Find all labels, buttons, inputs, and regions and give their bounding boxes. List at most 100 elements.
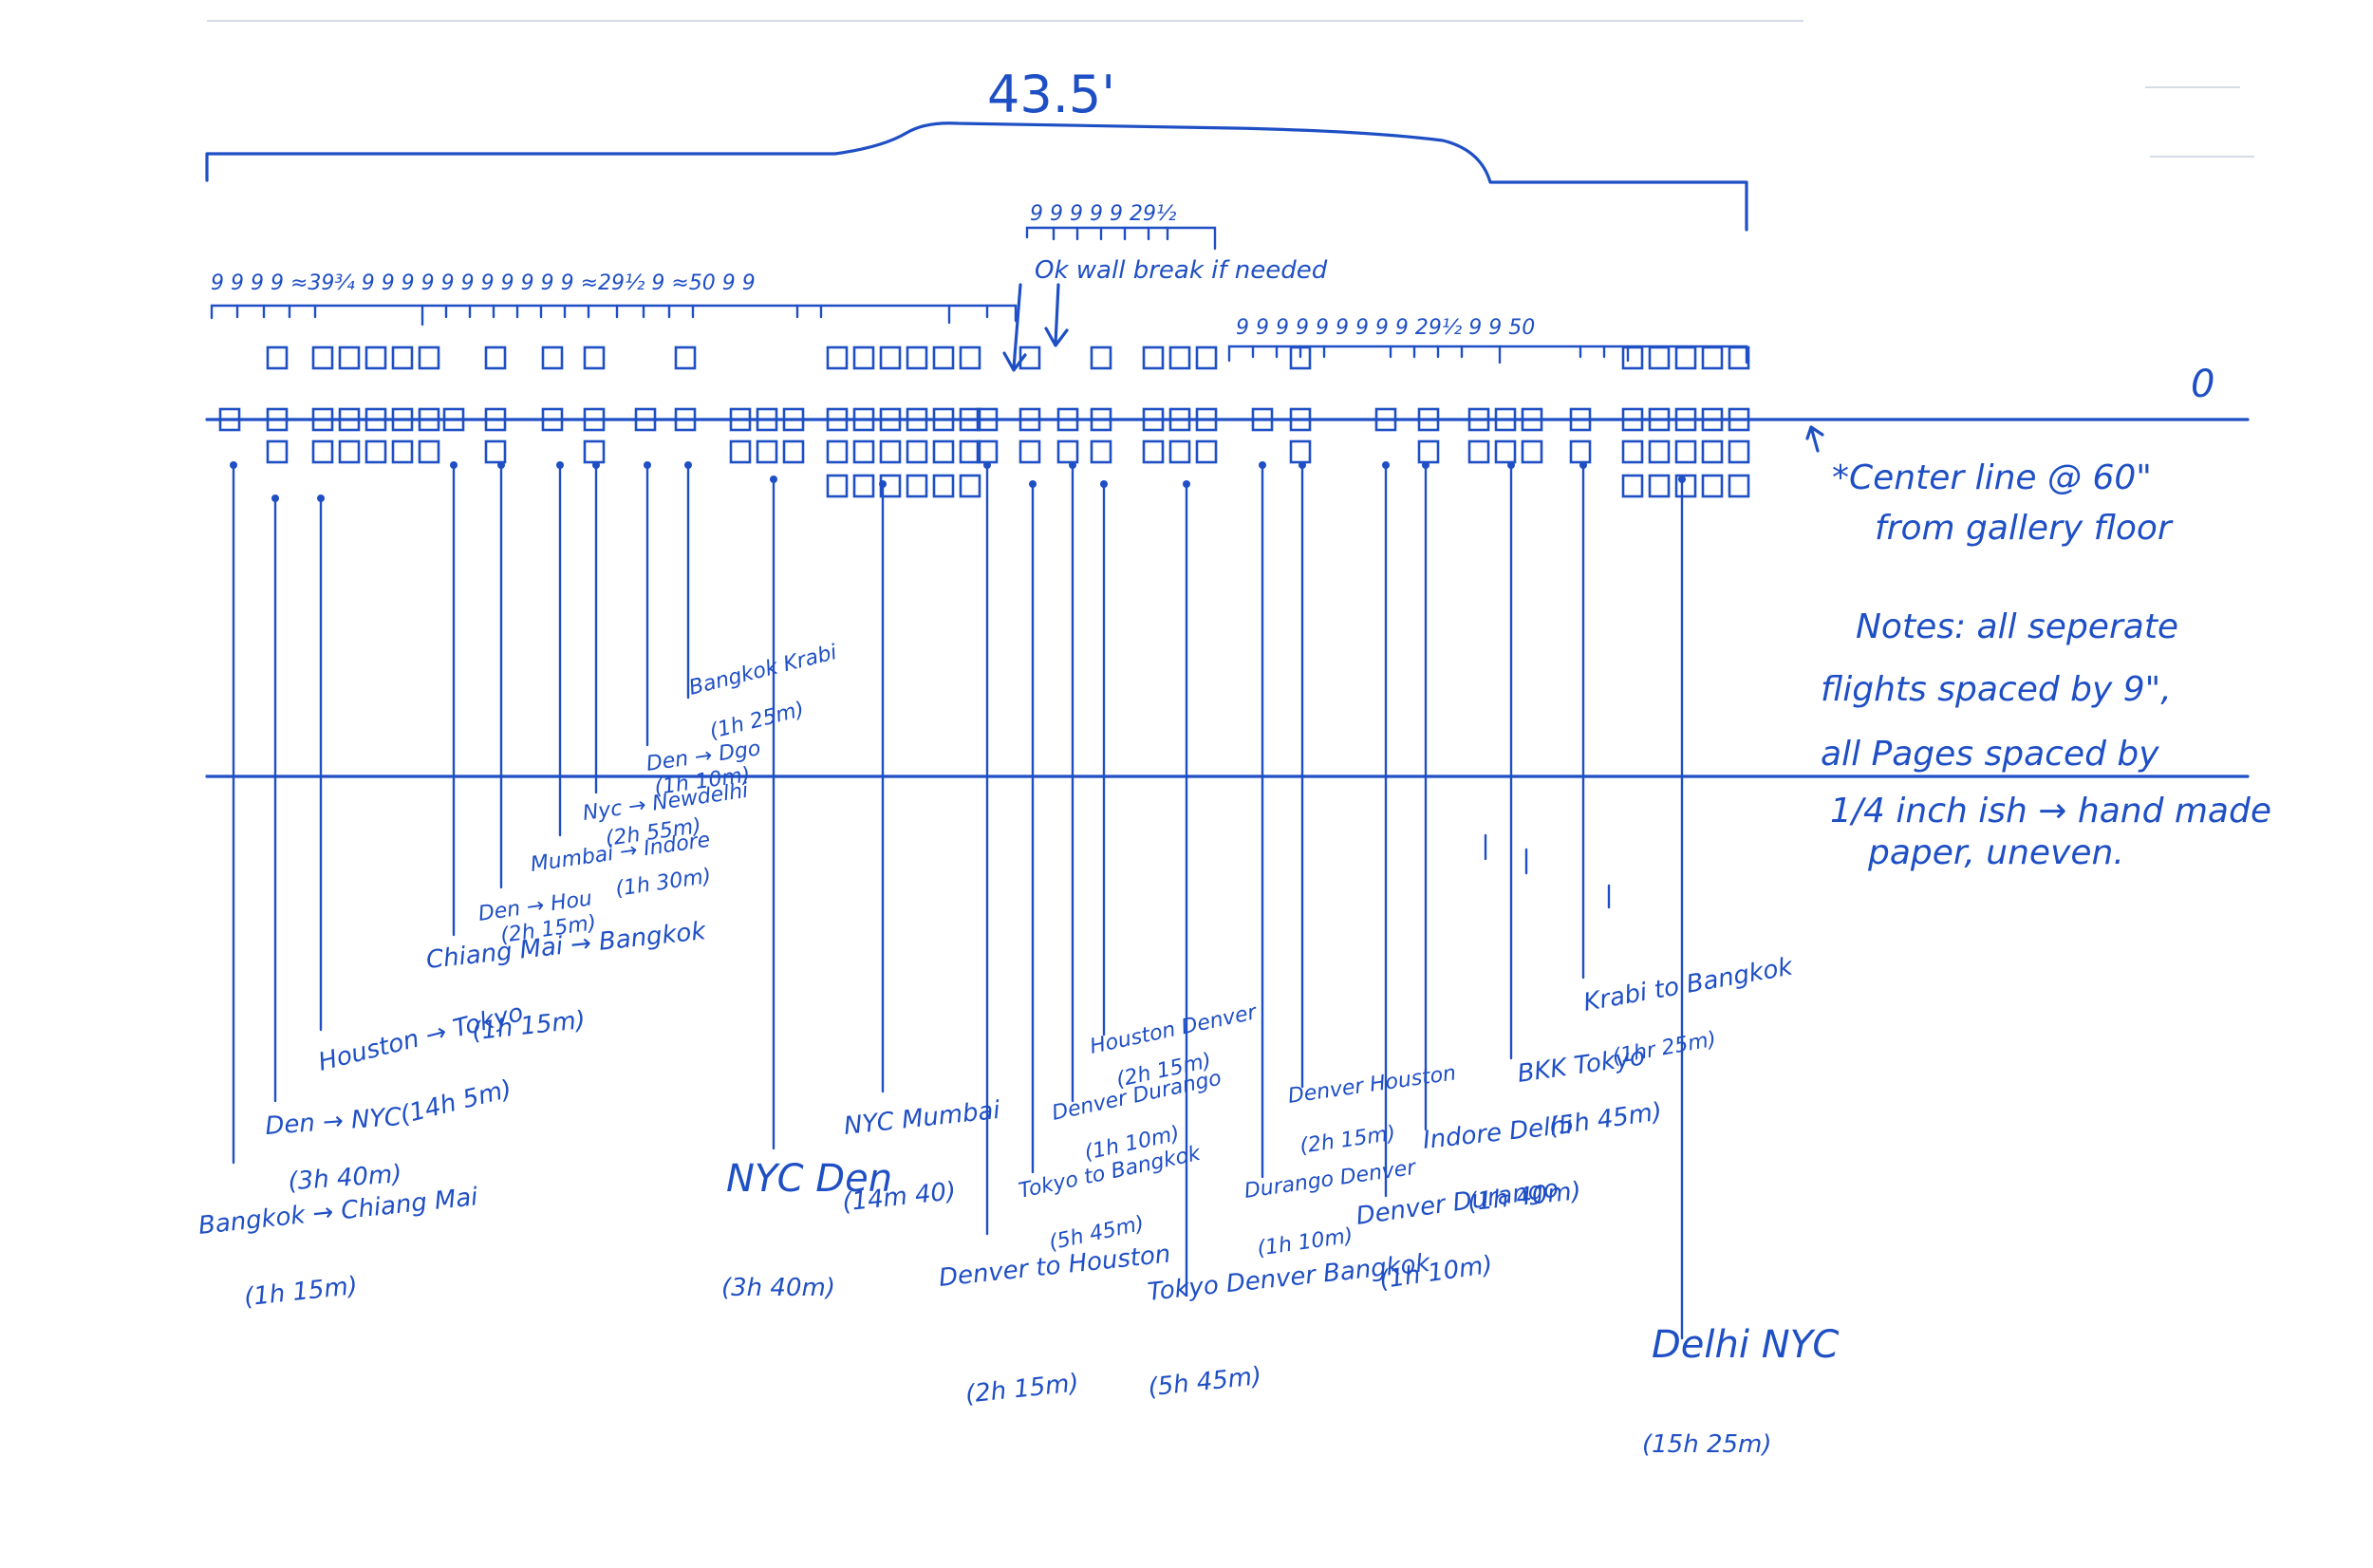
pin-dot — [1029, 480, 1037, 488]
flight-route: NYC Den — [726, 1157, 892, 1201]
wall-break-arrow — [1044, 283, 1069, 347]
page-box — [338, 407, 361, 432]
pin-dot — [317, 495, 325, 502]
page-box — [1195, 407, 1218, 432]
flight-route: Krabi to Bangkok — [1581, 952, 1796, 1017]
page-box — [1701, 345, 1724, 370]
page-box — [1701, 474, 1724, 498]
page-box — [782, 439, 805, 464]
flight-duration: (3h 40m) — [288, 1160, 403, 1196]
wall-break-note: Ok wall break if needed — [1035, 256, 1328, 285]
page-box — [541, 345, 564, 370]
page-box — [583, 439, 606, 464]
notes-line: all Pages spaced by — [1821, 735, 2159, 774]
pin-dot — [230, 461, 237, 469]
page-box — [932, 345, 955, 370]
page-box — [311, 407, 334, 432]
page-box — [852, 439, 875, 464]
page-box — [1648, 345, 1671, 370]
pin-dot — [684, 461, 692, 469]
page-box — [1648, 474, 1671, 498]
page-box — [1621, 439, 1644, 464]
pin-dot — [556, 461, 564, 469]
page-box — [391, 439, 414, 464]
page-box — [266, 439, 289, 464]
page-box — [976, 407, 999, 432]
flight-route: Durango Denver — [1243, 1156, 1418, 1204]
notes-line: Notes: all seperate — [1856, 607, 2178, 646]
page-box — [1417, 407, 1440, 432]
wall-break-bracket — [1025, 226, 1217, 251]
page-box — [852, 407, 875, 432]
pin-dot — [271, 495, 279, 502]
page-box — [1728, 407, 1750, 432]
page-box — [364, 439, 387, 464]
page-box — [826, 474, 849, 498]
right-spacing-bracket — [1227, 345, 1748, 364]
left-spacing-bracket — [210, 304, 1018, 323]
page-box — [879, 345, 902, 370]
flight-duration: (15h 25m) — [1642, 1430, 1772, 1459]
page-box — [391, 345, 414, 370]
page-box — [1701, 439, 1724, 464]
page-box — [338, 439, 361, 464]
page-box — [674, 345, 697, 370]
page-box — [1142, 345, 1165, 370]
page-box — [932, 439, 955, 464]
page-box — [418, 407, 440, 432]
leader-lines — [230, 461, 1686, 1340]
page-box — [826, 345, 849, 370]
page-box — [218, 407, 241, 432]
flight-label: Krabi to Bangkok (1hr 25m) — [1581, 952, 1796, 1069]
flight-label: Den → NYC (3h 40m) — [264, 1103, 403, 1196]
spacing-label-right: 9 9 9 9 9 9 9 9 9 29½ 9 9 50 — [1236, 316, 1535, 340]
page-box — [729, 407, 752, 432]
page-box — [1090, 345, 1112, 370]
page-box — [906, 439, 928, 464]
page-box — [541, 407, 564, 432]
flight-duration: (5h 45m) — [1547, 1097, 1664, 1141]
page-box — [1674, 407, 1697, 432]
page-box — [1018, 407, 1041, 432]
page-box — [1090, 407, 1112, 432]
wall-break-arrow — [1002, 283, 1027, 372]
page-box — [1494, 407, 1517, 432]
notes-line: flights spaced by 9", — [1821, 670, 2172, 709]
page-box — [1728, 345, 1750, 370]
page-box — [852, 474, 875, 498]
notes-block: Notes: all seperate flights spaced by 9"… — [1821, 607, 2271, 872]
page-box — [1621, 345, 1644, 370]
flight-duration: (1h 40m) — [1467, 1177, 1582, 1217]
flight-duration: (1h 10m) — [1256, 1224, 1355, 1261]
pin-dot — [983, 461, 991, 469]
flight-duration: (14h 5m) — [398, 1074, 515, 1129]
page-box — [879, 407, 902, 432]
center-line-note: from gallery floor — [1875, 509, 2174, 548]
page-box — [484, 345, 507, 370]
page-box — [1417, 439, 1440, 464]
pin-dot — [770, 476, 777, 483]
pin-dot — [1382, 461, 1390, 469]
spacing-label-left: 9 9 9 9 ≈39¾ 9 9 9 9 9 9 9 9 9 9 9 ≈29½ … — [211, 271, 756, 295]
page-box — [826, 407, 849, 432]
page-box — [1621, 474, 1644, 498]
page-box — [1090, 439, 1112, 464]
page-box — [1168, 439, 1191, 464]
page-box — [906, 407, 928, 432]
page-box — [1195, 439, 1218, 464]
page-box — [266, 345, 289, 370]
page-box — [1168, 345, 1191, 370]
page-box — [1289, 407, 1312, 432]
page-box — [311, 439, 334, 464]
flight-duration: (2h 15m) — [964, 1369, 1080, 1409]
pin-dot — [1507, 461, 1515, 469]
page-box — [484, 439, 507, 464]
flight-label: Bangkok Krabi (1h 25m) — [686, 641, 839, 744]
page-box — [266, 407, 289, 432]
page-box — [364, 345, 387, 370]
page-box — [1374, 407, 1397, 432]
pin-dot — [1259, 461, 1266, 469]
flight-duration: (2h 15m) — [1299, 1122, 1397, 1159]
page-box — [1289, 345, 1312, 370]
